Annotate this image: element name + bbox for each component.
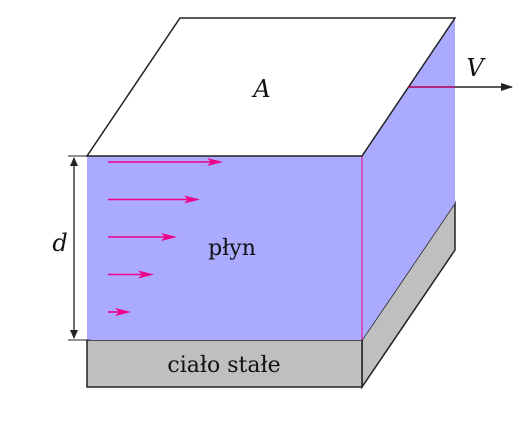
fluid-front-face (87, 156, 362, 340)
velocity-profile-arrow-head (161, 233, 177, 241)
thickness-label: d (52, 229, 67, 257)
velocity-profile (108, 158, 223, 316)
top-plate (85, 17, 457, 157)
velocity-label: V (466, 54, 486, 82)
velocity-profile-arrow-head (115, 308, 131, 316)
velocity-profile-arrow-head (207, 158, 223, 166)
area-label: A (251, 75, 270, 103)
solid-label: ciało stałe (167, 353, 280, 378)
fluid-right-face (362, 18, 455, 340)
velocity-profile-arrow-head (138, 270, 154, 279)
velocity-profile-arrow-head (184, 195, 200, 204)
fluid-label: płyn (208, 236, 256, 261)
solid-front-face (86, 339, 363, 388)
